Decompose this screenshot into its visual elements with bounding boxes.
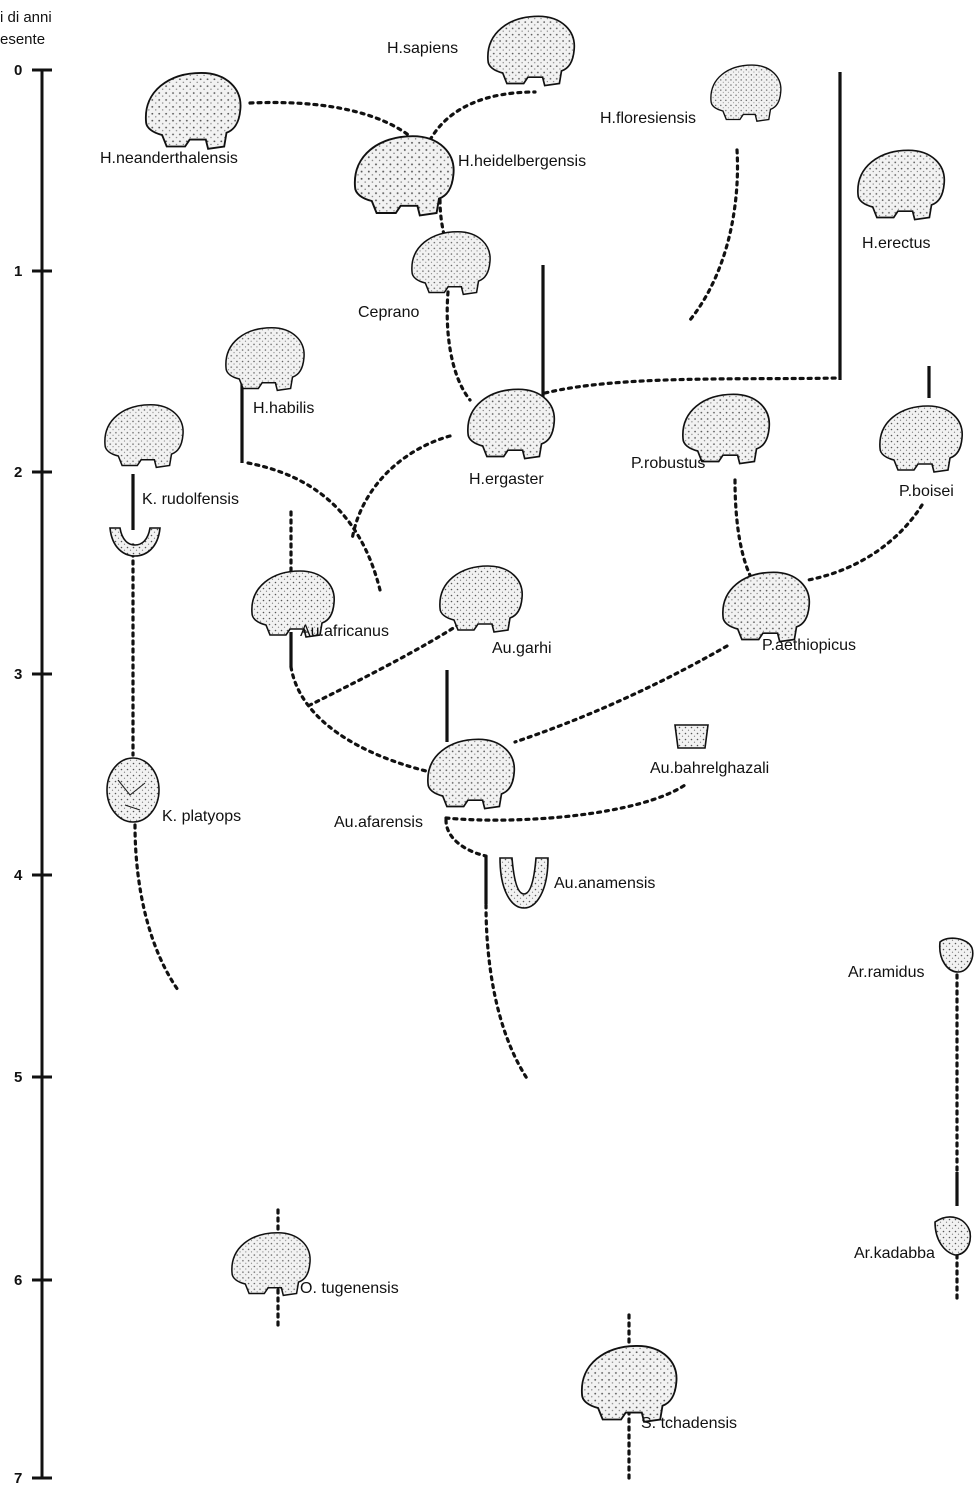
link-floresiensis [688,148,740,322]
label-h-heidelbergensis: H.heidelbergensis [458,153,586,170]
tugenensis-skull-icon [231,1231,311,1297]
axis-title-line2: esente [0,31,45,48]
label-h-floresiensis: H.floresiensis [600,110,696,127]
dotted-lineage-links [131,90,959,1480]
link-africanus-afarensis [289,665,432,774]
link-habilis [246,461,382,592]
anamensis-mandible-icon [499,857,549,909]
tick-label: 2 [14,464,22,481]
label-au-afarensis: Au.afarensis [334,814,423,831]
rudolfensis-skull-icon [104,403,184,469]
ceprano-skull-icon [411,230,491,296]
time-axis: i di anni esente 0 1 2 3 4 5 6 7 [0,9,52,1487]
axis-ticks [32,68,52,1480]
label-h-ergaster: H.ergaster [469,471,544,488]
skull-illustrations [104,15,963,1423]
label-p-boisei: P.boisei [899,483,954,500]
axis-title-line1: i di anni [0,9,52,26]
label-ar-kadabba: Ar.kadabba [854,1245,935,1262]
link-afarensis-anamensis [444,818,488,858]
neanderthalensis-skull-icon [144,71,242,150]
link-heidelberg-ceprano [438,198,446,237]
tick-label: 0 [14,62,22,79]
species-labels: H.sapiens H.neanderthalensis H.heidelber… [100,40,954,1432]
label-k-rudolfensis: K. rudolfensis [142,491,239,508]
link-aethiopicus-afarensis [513,644,729,744]
label-au-africanus: Au.africanus [300,623,389,640]
platyops-cracks [117,779,146,811]
tick-label: 5 [14,1069,22,1086]
garhi-skull-icon [439,565,523,633]
link-ceprano-ergaster [445,290,472,402]
label-p-aethiopicus: P.aethiopicus [762,637,856,654]
tick-label: 7 [14,1470,22,1487]
ergaster-skull-icon [467,388,556,460]
label-au-bahrelghazali: Au.bahrelghazali [650,760,769,777]
label-k-platyops: K. platyops [162,808,241,825]
label-h-erectus: H.erectus [862,235,930,252]
link-heidelberg-sapiens [428,90,537,142]
label-h-habilis: H.habilis [253,400,314,417]
platyops-skull-icon [106,757,160,823]
label-ceprano: Ceprano [358,304,419,321]
floresiensis-skull-icon [710,64,782,122]
robustus-skull-icon [682,393,771,465]
link-robustus-aethiopicus [733,478,757,587]
label-h-neanderthalensis: H.neanderthalensis [100,150,238,167]
link-afarensis-bahrelghazali [444,783,687,822]
boisei-skull-icon [879,405,963,473]
link-ergaster-erectus [543,376,840,395]
jaw-illustrations [109,527,974,1256]
habilis-skull-icon [225,326,305,392]
aethiopicus-skull-icon [722,571,811,643]
label-o-tugenensis: O. tugenensis [300,1280,399,1297]
label-s-tchadensis: S. tchadensis [641,1415,737,1432]
solid-lineage-bars [131,72,959,1206]
tchadensis-skull-icon [580,1344,678,1423]
label-h-sapiens: H.sapiens [387,40,458,57]
link-platyops-base [133,823,180,992]
rudolfensis-mandible-icon [109,527,161,557]
label-au-garhi: Au.garhi [492,640,552,657]
sapiens-skull-icon [487,15,576,87]
heidelbergensis-skull-icon [353,135,455,217]
link-boisei-aethiopicus [806,503,924,582]
label-ar-ramidus: Ar.ramidus [848,964,924,981]
link-anamensis-base [484,903,530,1082]
tick-label: 4 [14,867,23,884]
tick-label: 1 [14,263,22,280]
bahrelghazali-mandible-icon [674,724,709,749]
ramidus-tooth-icon [938,937,974,973]
label-p-robustus: P.robustus [631,455,705,472]
label-au-anamensis: Au.anamensis [554,875,655,892]
link-garhi-africanus [308,618,468,707]
link-ergaster-base [350,434,452,542]
erectus-skull-icon [857,149,946,221]
afarensis-skull-icon [427,738,516,810]
tick-label: 3 [14,666,22,683]
kadabba-tooth-icon [934,1216,972,1256]
tick-label: 6 [14,1272,22,1289]
